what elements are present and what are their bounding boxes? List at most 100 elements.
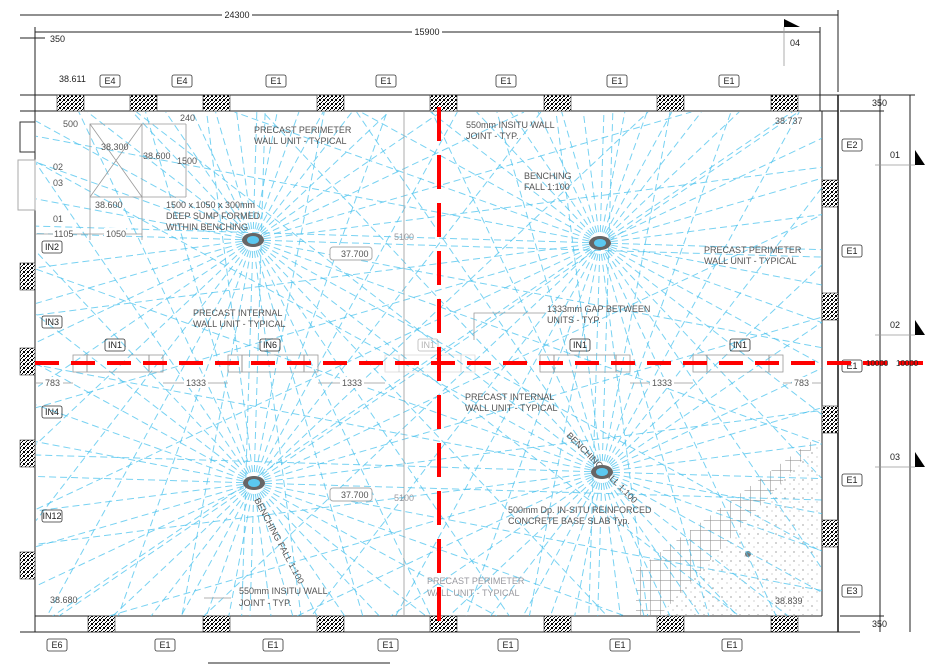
tag-label: E3 — [846, 586, 857, 596]
insitu-joint — [656, 94, 685, 112]
section-marker-02[interactable]: 02 — [875, 320, 925, 336]
gridline-label: 10000 — [866, 359, 889, 368]
overall-dimension-label: 24300 — [224, 10, 249, 20]
perimeter-unit-tag[interactable]: E1 — [606, 74, 628, 88]
perimeter-unit-tag[interactable]: E1 — [265, 74, 287, 88]
pipe-tag[interactable]: 02 — [53, 162, 63, 172]
internal-unit-tag[interactable]: IN1 — [417, 338, 439, 352]
fall-line — [601, 471, 822, 480]
tag-label: E2 — [846, 140, 857, 150]
fall-line — [599, 242, 822, 286]
fall-line — [150, 482, 255, 616]
fall-line — [490, 471, 603, 616]
fall-line — [252, 239, 302, 616]
fall-line — [36, 441, 255, 484]
dimension-label: 350 — [872, 619, 887, 629]
insitu-joint — [770, 94, 799, 112]
perimeter-unit-tag[interactable]: E1 — [262, 638, 284, 652]
fall-line — [36, 120, 254, 241]
level-label: 38.600 — [143, 151, 171, 161]
fall-line — [36, 251, 255, 484]
fall-line — [601, 471, 671, 616]
perimeter-unit-tag[interactable]: E1 — [841, 359, 863, 373]
fall-line — [252, 239, 432, 616]
internal-unit-tag[interactable]: IN1 — [729, 338, 751, 352]
perimeter-unit-tag[interactable]: E1 — [841, 473, 863, 487]
perimeter-unit-tag[interactable]: E1 — [721, 638, 743, 652]
pipe-tag[interactable]: 03 — [53, 178, 63, 188]
fall-line — [601, 407, 822, 473]
dimension-label: 1050 — [106, 229, 126, 239]
internal-unit-tag[interactable]: IN4 — [41, 405, 63, 419]
fall-line — [252, 112, 692, 241]
wall-thickness-label: 350 — [50, 34, 65, 44]
perimeter-unit-tag[interactable]: E1 — [609, 638, 631, 652]
fall-line — [108, 471, 603, 616]
perimeter-unit-tag[interactable]: E1 — [495, 74, 517, 88]
fall-line — [253, 482, 380, 616]
fall-line — [252, 239, 822, 349]
fall-line — [599, 112, 673, 244]
fall-line — [599, 242, 822, 366]
fall-line — [249, 482, 255, 616]
internal-unit-tag[interactable]: IN6 — [259, 338, 281, 352]
fall-line — [252, 239, 740, 616]
perimeter-unit-tag[interactable]: E1 — [841, 244, 863, 258]
fall-line — [599, 242, 822, 416]
fall-line — [360, 112, 601, 244]
internal-unit-tag[interactable]: IN3 — [41, 315, 63, 329]
insitu-joint — [202, 615, 231, 633]
pipe-tag[interactable]: 01 — [53, 214, 63, 224]
gridlines[interactable]: 10000 10000 — [35, 107, 933, 632]
fall-line — [599, 242, 649, 616]
fall-line — [601, 443, 822, 473]
fall-line — [496, 112, 603, 473]
perimeter-unit-tag[interactable]: E2 — [841, 138, 863, 152]
perimeter-unit-tag[interactable]: E1 — [377, 638, 399, 652]
fall-line — [395, 242, 601, 616]
fall-line — [262, 112, 603, 473]
fall-line — [252, 239, 822, 258]
internal-unit-tag[interactable]: IN1 — [104, 338, 126, 352]
fall-line — [36, 198, 254, 241]
section-marker-03[interactable]: 03 — [875, 452, 925, 468]
perimeter-unit-tag[interactable]: E1 — [375, 74, 397, 88]
fall-line — [599, 112, 793, 244]
bench-level-lower: 37.700 — [329, 487, 373, 502]
fall-line — [252, 239, 364, 616]
section-marker-04[interactable]: 04 — [783, 19, 800, 66]
perimeter-unit-tag[interactable]: E1 — [154, 638, 176, 652]
perimeter-unit-tag[interactable]: E3 — [841, 584, 863, 598]
insitu-joint — [56, 94, 85, 112]
section-marker-01[interactable]: 01 — [875, 150, 925, 166]
note-text: WITHIN BENCHING — [166, 222, 248, 232]
perimeter-unit-tag[interactable]: E1 — [718, 74, 740, 88]
insitu-joint — [87, 615, 116, 633]
fall-line — [599, 242, 822, 324]
fall-line — [253, 482, 822, 591]
tag-label: E1 — [270, 76, 281, 86]
fall-line — [253, 482, 318, 616]
internal-unit-tag[interactable]: IN12 — [41, 509, 63, 523]
fall-line — [253, 482, 272, 616]
fall-line — [46, 239, 254, 616]
perimeter-unit-tag[interactable]: E4 — [171, 74, 193, 88]
section-arrow-icon — [915, 320, 925, 335]
perimeter-unit-tag[interactable]: E6 — [46, 638, 68, 652]
perimeter-unit-tag[interactable]: E4 — [99, 74, 121, 88]
note-text: BENCHING — [524, 171, 572, 181]
fall-line — [206, 112, 255, 484]
note-text: PRECAST INTERNAL — [193, 308, 282, 318]
tag-label: E1 — [380, 76, 391, 86]
internal-unit-tag[interactable]: IN2 — [41, 240, 63, 254]
insitu-joint — [821, 519, 839, 548]
fall-line — [601, 112, 800, 473]
dimension-label: 783 — [794, 378, 809, 388]
internal-unit-tag[interactable]: IN1 — [569, 338, 591, 352]
pipe-tags: 02 03 01 — [17, 121, 63, 224]
fall-line — [36, 239, 254, 521]
perimeter-unit-tag[interactable]: E1 — [497, 638, 519, 652]
fall-line — [599, 137, 822, 244]
fall-line — [252, 112, 442, 241]
